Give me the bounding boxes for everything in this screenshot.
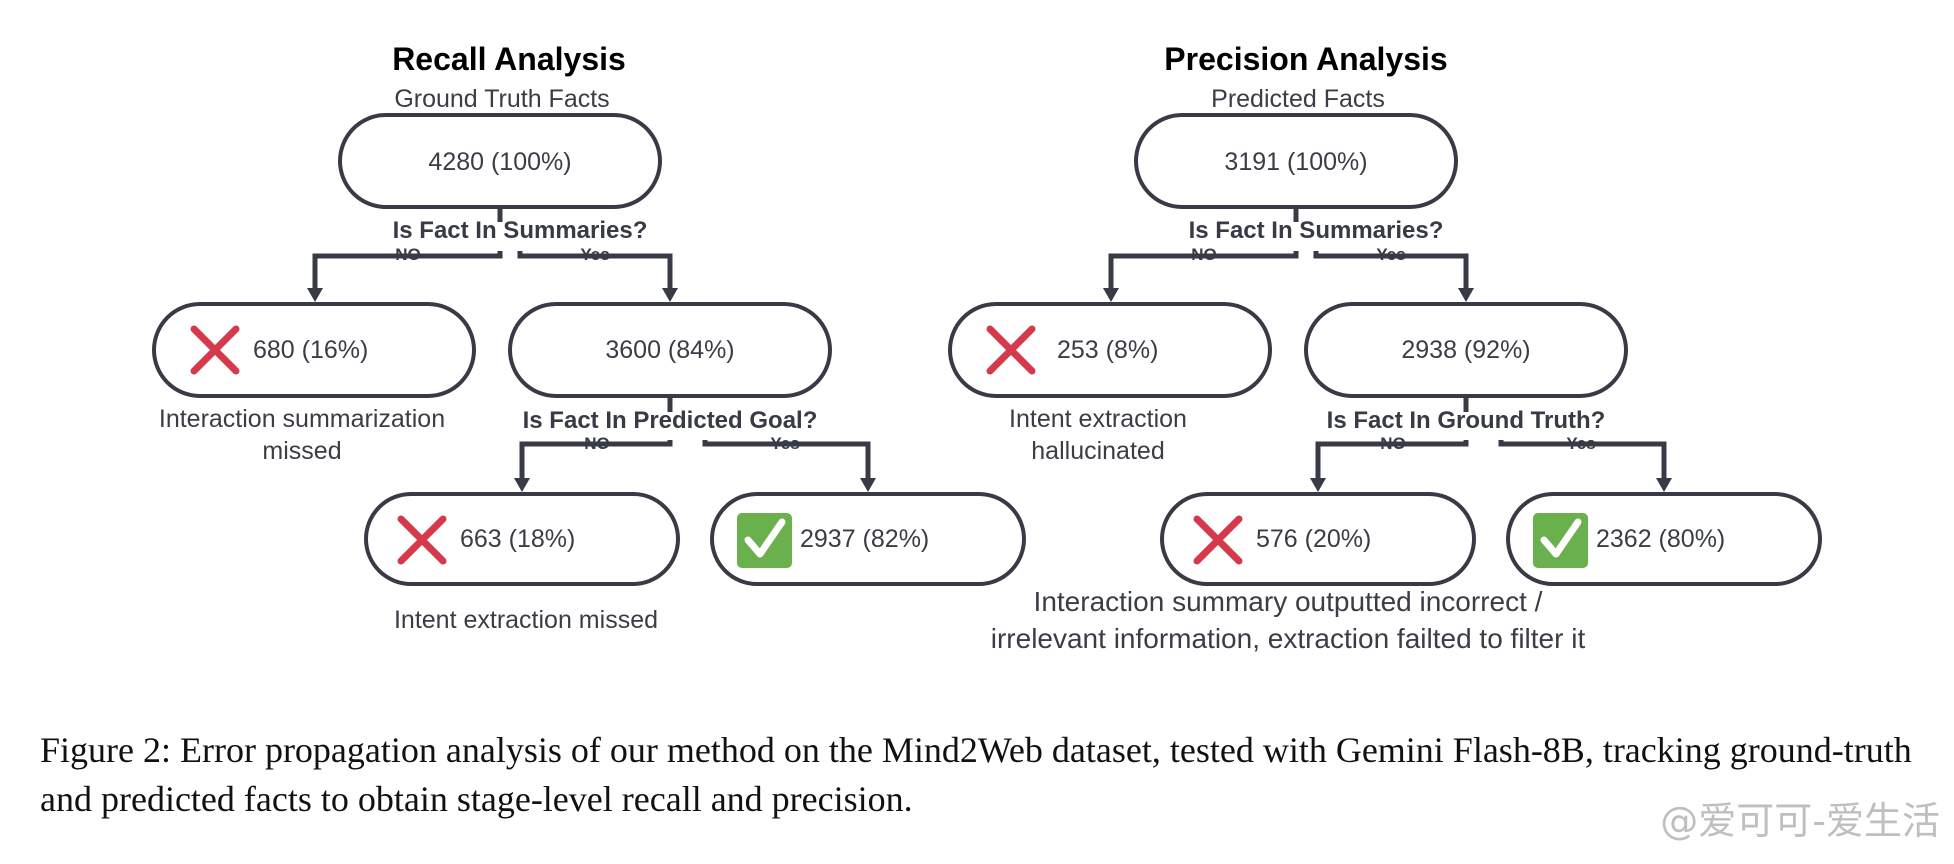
precision-missed-value: 253 (8%) [1057,336,1158,364]
recall-subtitle: Ground Truth Facts [394,85,609,113]
green-check-icon [1533,513,1588,568]
precision-kept-value: 2938 (92%) [1401,336,1530,364]
precision-missed-note-line1: Intent extraction [1009,405,1187,433]
precision-missed-node: 253 (8%) [948,302,1272,398]
recall-branch-yes-1: Yes [580,245,609,264]
precision-tree: Precision Analysis Predicted Facts 3191 … [948,41,1822,654]
recall-fail-note: Intent extraction missed [394,606,658,634]
recall-pass-value: 2937 (82%) [800,525,929,553]
precision-pass-node: 2362 (80%) [1506,492,1822,586]
precision-connectors-2 [1310,396,1672,492]
recall-kept-node: 3600 (84%) [508,302,832,398]
error-propagation-diagram: Recall Analysis Ground Truth Facts 4280 … [152,41,1822,654]
precision-branch-yes-1: Yes [1376,245,1405,264]
recall-missed-note-line2: missed [262,437,341,465]
red-x-icon [986,325,1036,375]
recall-title: Recall Analysis [392,41,626,77]
red-x-icon [397,515,447,565]
recall-connectors-1 [307,207,678,302]
precision-bottom-note-line2: irrelevant information, extraction failt… [991,623,1586,654]
recall-root-node: 4280 (100%) [338,113,662,209]
precision-fail-node: 576 (20%) [1160,492,1476,586]
precision-kept-node: 2938 (92%) [1304,302,1628,398]
red-x-icon [190,325,240,375]
recall-question-goal: Is Fact In Predicted Goal? [523,407,818,434]
red-x-icon [1193,515,1243,565]
precision-connectors-1 [1103,207,1474,302]
recall-fail-value: 663 (18%) [460,525,575,553]
recall-kept-value: 3600 (84%) [605,336,734,364]
precision-question-summaries: Is Fact In Summaries? [1189,217,1444,244]
recall-missed-note-line1: Interaction summarization [159,405,445,433]
recall-missed-value: 680 (16%) [253,336,368,364]
precision-branch-no-1: NO [1191,245,1217,264]
figure-caption: Figure 2: Error propagation analysis of … [40,730,1912,819]
recall-branch-no-1: NO [395,245,421,264]
recall-fail-node: 663 (18%) [364,492,680,586]
watermark: @爱可可-爱生活 [1660,799,1940,843]
recall-missed-node: 680 (16%) [152,302,476,398]
recall-root-value: 4280 (100%) [428,148,571,176]
precision-question-ground-truth: Is Fact In Ground Truth? [1327,407,1606,434]
recall-branch-no-2: NO [584,434,610,453]
recall-question-summaries: Is Fact In Summaries? [393,217,648,244]
recall-pass-node: 2937 (82%) [710,492,1026,586]
precision-bottom-note-line1: Interaction summary outputted incorrect … [1034,586,1543,617]
precision-subtitle: Predicted Facts [1211,85,1385,113]
recall-connectors-2 [514,396,876,492]
precision-root-value: 3191 (100%) [1224,148,1367,176]
precision-title: Precision Analysis [1164,41,1447,77]
recall-tree: Recall Analysis Ground Truth Facts 4280 … [152,41,1026,634]
precision-missed-note-line2: hallucinated [1031,437,1164,465]
precision-branch-no-2: NO [1380,434,1406,453]
recall-branch-yes-2: Yes [770,434,799,453]
precision-branch-yes-2: Yes [1566,434,1595,453]
green-check-icon [737,513,792,568]
precision-root-node: 3191 (100%) [1134,113,1458,209]
precision-pass-value: 2362 (80%) [1596,525,1725,553]
precision-fail-value: 576 (20%) [1256,525,1371,553]
